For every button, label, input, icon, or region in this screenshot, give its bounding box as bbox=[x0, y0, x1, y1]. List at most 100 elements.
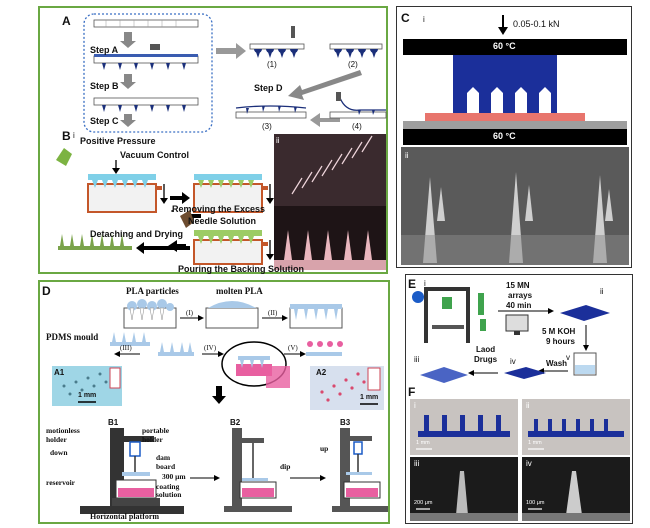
panel-f-letter: F bbox=[408, 385, 416, 399]
step-iv-label: (IV) bbox=[204, 344, 217, 352]
dried-patch bbox=[58, 234, 132, 250]
panel-d-graphics bbox=[52, 299, 388, 514]
um-label: 300 μm bbox=[162, 472, 186, 481]
polymer-film bbox=[425, 113, 585, 121]
temp-bottom-label: 60 °C bbox=[493, 131, 516, 141]
up-label: up bbox=[320, 444, 329, 453]
step-v-label: (V) bbox=[288, 344, 298, 352]
sem-image-top bbox=[274, 134, 386, 206]
panel-b-i: i bbox=[73, 131, 75, 140]
panel-a-letter: A bbox=[62, 14, 71, 28]
dip-label: dip bbox=[280, 462, 291, 471]
panel-f-i: i bbox=[414, 401, 416, 410]
vacuum-control-label: Vacuum Control bbox=[120, 150, 190, 160]
down-arrow-icon bbox=[120, 114, 136, 127]
panel-d-letter: D bbox=[42, 284, 51, 298]
detach-label: Detaching and Drying bbox=[90, 229, 184, 239]
sub-4-label: (4) bbox=[352, 122, 362, 131]
panel-e-iv: iv bbox=[510, 357, 516, 366]
dam-label: dam bbox=[156, 453, 171, 462]
dip-coater-b3 bbox=[332, 428, 388, 512]
panel-e-ii: ii bbox=[600, 287, 604, 296]
a1-label: A1 bbox=[54, 368, 65, 377]
drugs-label: Drugs bbox=[474, 355, 498, 364]
koh-label: 5 M KOH bbox=[542, 327, 576, 336]
board-label: board bbox=[156, 462, 176, 471]
down-label: down bbox=[50, 448, 68, 457]
reservoir-label: reservoir bbox=[46, 478, 76, 487]
panel-c: C i 0.05-0.1 kN 60 °C 60 °C ii bbox=[396, 6, 632, 268]
a2-label: A2 bbox=[316, 368, 327, 377]
step-iii-label: (III) bbox=[120, 344, 132, 352]
positive-pressure-label: Positive Pressure bbox=[80, 136, 156, 146]
panel-c-letter: C bbox=[401, 11, 410, 25]
panel-e-iii: iii bbox=[414, 355, 420, 364]
temp-top-label: 60 °C bbox=[493, 41, 516, 51]
b1-label: B1 bbox=[108, 418, 119, 427]
pdms-label: PDMS mould bbox=[46, 332, 99, 342]
top-hot-plate bbox=[403, 39, 627, 55]
mould-3 bbox=[193, 230, 274, 265]
step-a-plate bbox=[93, 19, 199, 28]
b3-label: B3 bbox=[340, 418, 351, 427]
bottom-hot-plate bbox=[403, 129, 627, 145]
step-i-label: (I) bbox=[186, 309, 193, 317]
down-arrow-icon bbox=[120, 32, 136, 48]
doctor-blade bbox=[150, 44, 160, 50]
down-arrow-icon bbox=[120, 74, 136, 89]
mould-1 bbox=[87, 174, 168, 213]
printer-icon bbox=[412, 287, 486, 343]
scale-f-i: 1 mm bbox=[416, 440, 430, 446]
molten-pla-label: molten PLA bbox=[216, 286, 263, 296]
panel-e-f: E i ii 15 MN arrays 40 min 5 M KOH 9 hou… bbox=[405, 274, 633, 524]
needle-solution-label: Needle Solution bbox=[188, 216, 257, 226]
motionless-label: motionless bbox=[46, 426, 80, 435]
dip-coater-b1 bbox=[80, 428, 184, 514]
sub-3-label: (3) bbox=[262, 122, 272, 131]
panel-f-iv: iv bbox=[526, 459, 532, 468]
panel-c-ii: ii bbox=[405, 151, 409, 160]
scale-a2: 1 mm bbox=[360, 394, 379, 401]
platform-label: Horizontal platform bbox=[90, 512, 160, 521]
wash-label: Wash bbox=[546, 359, 568, 368]
array-iv bbox=[504, 367, 546, 379]
sub-1-label: (1) bbox=[267, 60, 277, 69]
monitor-icon bbox=[505, 314, 529, 332]
scale-f-iii: 200 μm bbox=[414, 500, 433, 506]
laod-label: Laod bbox=[476, 345, 496, 354]
sub-2-label: (2) bbox=[348, 60, 358, 69]
step-a-label: Step A bbox=[90, 45, 119, 55]
panel-c-i: i bbox=[423, 15, 425, 24]
panel-e-v: v bbox=[566, 353, 570, 362]
step-c-label: Step C bbox=[90, 116, 119, 126]
panel-d: D PLA particles molten PLA PDMS mould (I… bbox=[38, 280, 390, 524]
step-b-label: Step B bbox=[90, 81, 119, 91]
panel-e-letter: E bbox=[408, 277, 417, 291]
portable-holder-label: holder bbox=[142, 435, 163, 444]
removing-label: Removing the Excess bbox=[172, 204, 266, 214]
arrays-label-2: arrays bbox=[508, 291, 533, 300]
array-ii bbox=[560, 305, 610, 321]
panel-b-ii: ii bbox=[276, 136, 280, 145]
panel-f-iii: iii bbox=[414, 459, 420, 468]
scale-f-ii: 1 mm bbox=[528, 440, 542, 446]
diagonal-arrow-icon bbox=[288, 70, 362, 100]
panel-c-graphics bbox=[401, 15, 629, 265]
force-arrow-icon bbox=[498, 27, 508, 35]
panel-f-ii: ii bbox=[526, 401, 530, 410]
coating-label: coating bbox=[156, 482, 180, 491]
pouring-label: Pouring the Backing Solution bbox=[178, 264, 304, 274]
arrays-label-1: 15 MN bbox=[506, 281, 530, 290]
step-d-label: Step D bbox=[254, 83, 283, 93]
b2-label: B2 bbox=[230, 418, 241, 427]
solution-label: solution bbox=[156, 490, 182, 499]
scale-a1: 1 mm bbox=[78, 392, 97, 399]
min-label: 40 min bbox=[506, 301, 532, 310]
steps-box bbox=[83, 13, 213, 133]
left-arrow-icon bbox=[310, 113, 340, 127]
panel-b-letter: B bbox=[62, 129, 71, 143]
pressure-icon bbox=[56, 148, 72, 166]
motionless-holder-label: holder bbox=[46, 435, 67, 444]
step-ii-label: (II) bbox=[268, 309, 278, 317]
panel-a-b-graphics bbox=[56, 13, 387, 270]
